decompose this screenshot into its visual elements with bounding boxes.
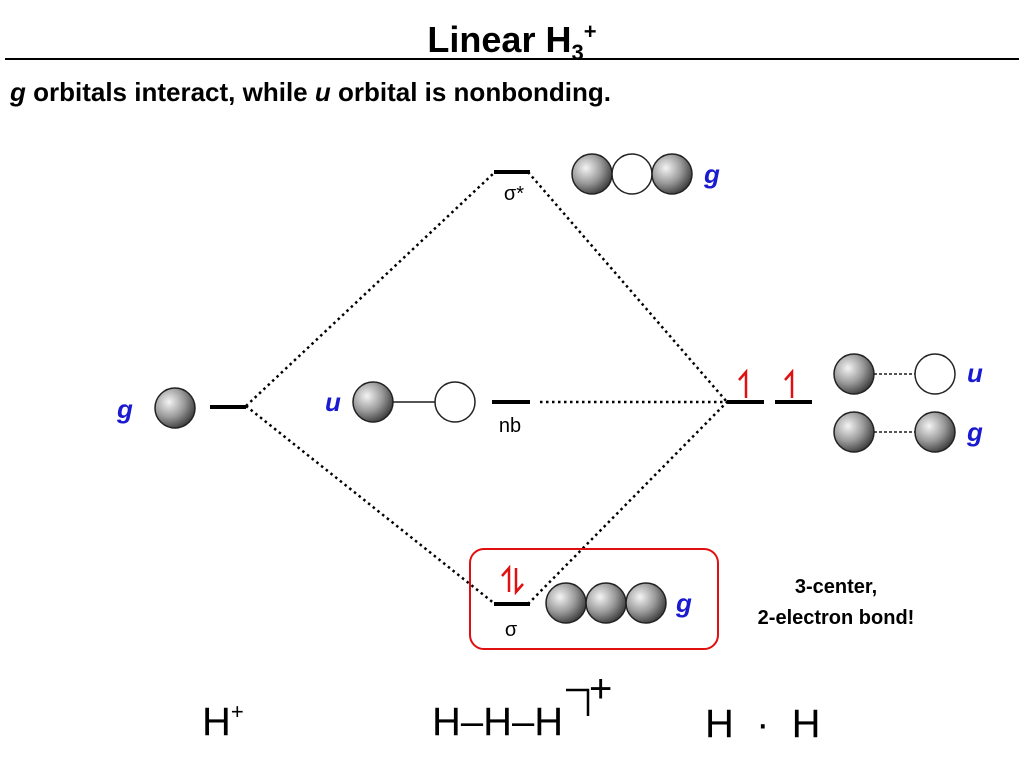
title-divider: [5, 58, 1019, 60]
bond-note-line1: 3-center,: [795, 576, 877, 598]
subtitle: g orbitals interact, while u orbital is …: [10, 77, 611, 107]
correlation-line: [245, 171, 496, 407]
page-title: Linear H3+: [427, 19, 597, 66]
orbital-right-u: [833, 353, 956, 395]
correlation-lines: [245, 171, 728, 605]
formula-right: H · H: [705, 702, 821, 746]
correlation-line: [527, 171, 728, 403]
orbital-left-ball: [154, 387, 196, 429]
electrons: [501, 368, 794, 596]
symmetry-label-left-g: g: [116, 394, 133, 424]
formula-middle: H–H–H: [432, 700, 563, 744]
formula-middle-charge: +: [589, 667, 612, 711]
orbital-center-u: [352, 381, 476, 423]
orbital-sigma: [545, 582, 667, 624]
sigma-star-label: σ*: [504, 183, 524, 205]
bond-note-line2: 2-electron bond!: [758, 607, 915, 629]
energy-levels: [210, 170, 812, 606]
symmetry-label-right-g: g: [966, 417, 983, 447]
electron-up-icon: [784, 368, 794, 398]
electron-up-icon: [738, 368, 748, 398]
formula-bracket: [566, 688, 590, 716]
orbital-sigma-star: [571, 153, 693, 195]
symmetry-label-top-g: g: [703, 159, 720, 189]
electron-pair-icon: [501, 564, 524, 596]
sigma-highlight-box: [469, 548, 719, 650]
nonbonding-label: nb: [499, 415, 521, 437]
sigma-label: σ: [505, 619, 518, 641]
symmetry-label-bottom-g: g: [675, 588, 692, 618]
symmetry-label-right-u: u: [967, 358, 983, 388]
symmetry-label-center-u: u: [325, 387, 341, 417]
formula-left: H+: [202, 699, 244, 744]
orbital-right-g: [833, 411, 956, 453]
correlation-line: [245, 405, 496, 605]
correlation-line: [527, 401, 728, 605]
